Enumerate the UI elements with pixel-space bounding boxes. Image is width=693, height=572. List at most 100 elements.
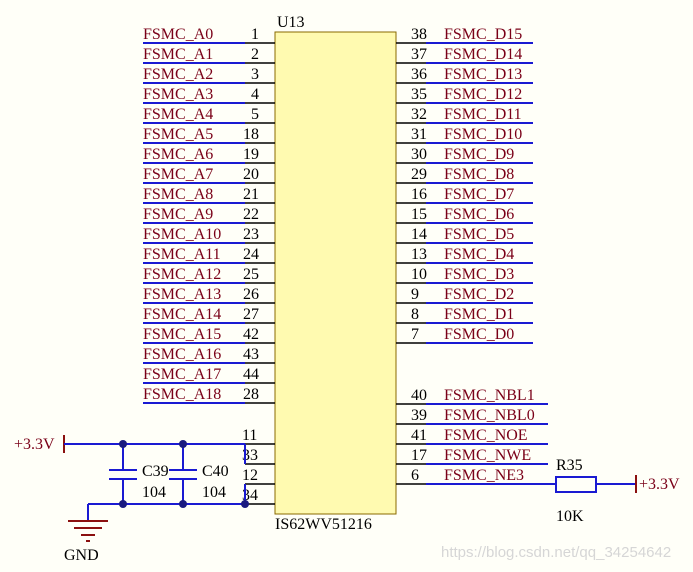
address-net-label: FSMC_A15 — [143, 326, 221, 343]
watermark: https://blog.csdn.net/qq_34254642 — [441, 544, 671, 561]
junction-dot — [119, 440, 127, 448]
address-pin-number: 20 — [243, 166, 259, 183]
junction-dot — [179, 440, 187, 448]
data-net-label: FSMC_D10 — [444, 126, 522, 143]
data-net-label: FSMC_D6 — [444, 206, 514, 223]
data-pin-number: 38 — [411, 26, 427, 43]
address-pin-number: 28 — [243, 386, 259, 403]
power-pins: 11 33 12 34 — [242, 427, 275, 505]
data-pin-number: 8 — [411, 306, 419, 323]
address-net-label: FSMC_A5 — [143, 126, 213, 143]
address-pin-number: 44 — [243, 366, 259, 383]
address-net-label: FSMC_A7 — [143, 166, 213, 183]
address-pin-number: 4 — [251, 86, 259, 103]
data-pin-number: 7 — [411, 326, 419, 343]
control-net-label: FSMC_NWE — [444, 447, 531, 464]
address-pin-number: 2 — [251, 46, 259, 63]
ic-part-number: IS62WV51216 — [275, 516, 372, 533]
address-net-label: FSMC_A4 — [143, 106, 213, 123]
data-net-label: FSMC_D9 — [444, 146, 514, 163]
data-pin-number: 32 — [411, 106, 427, 123]
address-pin-number: 21 — [243, 186, 259, 203]
ground-label: GND — [64, 547, 99, 564]
c39-value: 104 — [142, 484, 166, 501]
control-pin-number: 17 — [411, 447, 427, 464]
address-pin-number: 19 — [243, 146, 259, 163]
address-net-label: FSMC_A16 — [143, 346, 221, 363]
junction-dot — [119, 500, 127, 508]
data-pin-number: 31 — [411, 126, 427, 143]
data-net-label: FSMC_D5 — [444, 226, 514, 243]
address-net-label: FSMC_A14 — [143, 306, 221, 323]
power-pin-number: 11 — [242, 427, 257, 444]
data-net-label: FSMC_D0 — [444, 326, 514, 343]
address-net-label: FSMC_A0 — [143, 26, 213, 43]
ic-designator: U13 — [277, 14, 305, 31]
address-pin-number: 25 — [243, 266, 259, 283]
address-net-label: FSMC_A8 — [143, 186, 213, 203]
address-pin-number: 43 — [243, 346, 259, 363]
junction-dot — [179, 500, 187, 508]
address-pin-number: 27 — [243, 306, 259, 323]
power-network-left: +3.3V C39 104 C40 104 GND — [14, 435, 249, 564]
power-pin-number: 12 — [242, 467, 258, 484]
data-pin-number: 13 — [411, 246, 427, 263]
ic-body — [274, 31, 397, 515]
address-pin-number: 5 — [251, 106, 259, 123]
address-net-label: FSMC_A18 — [143, 386, 221, 403]
c39-ref: C39 — [142, 463, 169, 480]
data-pin-number: 9 — [411, 286, 419, 303]
data-pin-number: 15 — [411, 206, 427, 223]
data-net-label: FSMC_D13 — [444, 66, 522, 83]
junction-dot — [241, 500, 249, 508]
data-net-label: FSMC_D1 — [444, 306, 514, 323]
address-net-label: FSMC_A2 — [143, 66, 213, 83]
address-net-label: FSMC_A17 — [143, 366, 221, 383]
address-pin-number: 42 — [243, 326, 259, 343]
address-net-label: FSMC_A1 — [143, 46, 213, 63]
address-pin-number: 23 — [243, 226, 259, 243]
r35-ref: R35 — [556, 457, 583, 474]
data-net-label: FSMC_D4 — [444, 246, 514, 263]
data-net-label: FSMC_D15 — [444, 26, 522, 43]
data-pin-number: 30 — [411, 146, 427, 163]
data-pin-number: 14 — [411, 226, 427, 243]
control-net-label: FSMC_NBL0 — [444, 407, 535, 424]
data-net-label: FSMC_D7 — [444, 186, 514, 203]
address-net-label: FSMC_A9 — [143, 206, 213, 223]
address-pin-number: 24 — [243, 246, 259, 263]
control-pins: FSMC_NBL140FSMC_NBL039FSMC_NOE41FSMC_NWE… — [396, 387, 548, 485]
power-label-left: +3.3V — [14, 436, 55, 453]
address-net-label: FSMC_A12 — [143, 266, 221, 283]
data-pin-number: 35 — [411, 86, 427, 103]
control-net-label: FSMC_NOE — [444, 427, 528, 444]
data-net-label: FSMC_D12 — [444, 86, 522, 103]
address-pin-number: 18 — [243, 126, 259, 143]
data-pin-number: 29 — [411, 166, 427, 183]
control-pin-number: 41 — [411, 427, 427, 444]
c40-ref: C40 — [202, 463, 229, 480]
address-net-label: FSMC_A6 — [143, 146, 213, 163]
data-pin-number: 37 — [411, 46, 427, 63]
data-pin-number: 36 — [411, 66, 427, 83]
data-net-label: FSMC_D11 — [444, 106, 522, 123]
control-pin-number: 6 — [411, 467, 419, 484]
data-pin-number: 16 — [411, 186, 427, 203]
c40-value: 104 — [202, 484, 226, 501]
r35-body — [555, 476, 597, 493]
data-net-label: FSMC_D14 — [444, 46, 522, 63]
address-pin-number: 22 — [243, 206, 259, 223]
control-net-label: FSMC_NE3 — [444, 467, 524, 484]
resistor-r35: R35 10K +3.3V — [426, 457, 680, 525]
power-label-right: +3.3V — [639, 476, 680, 493]
address-net-label: FSMC_A3 — [143, 86, 213, 103]
r35-value: 10K — [556, 508, 584, 525]
control-pin-number: 39 — [411, 407, 427, 424]
data-net-label: FSMC_D8 — [444, 166, 514, 183]
address-pin-number: 1 — [251, 26, 259, 43]
address-net-label: FSMC_A10 — [143, 226, 221, 243]
control-pin-number: 40 — [411, 387, 427, 404]
